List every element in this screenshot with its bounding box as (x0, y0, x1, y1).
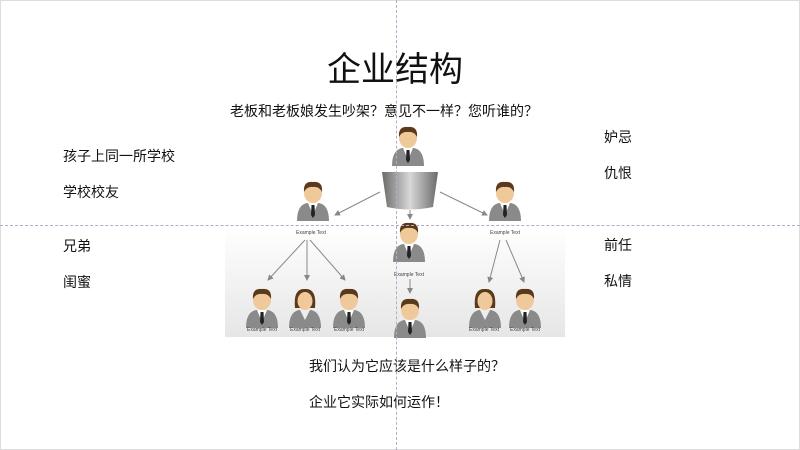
right-item: 前任 (604, 238, 632, 254)
right-item: 妒忌 (604, 130, 632, 146)
right-item: 仇恨 (604, 166, 632, 182)
node-label: Example Text (510, 327, 541, 333)
question-text: 老板和老板娘发生吵架？意见不一样？您听谁的？ (230, 104, 538, 120)
node-label: Example Text (334, 327, 365, 333)
person-icon (489, 181, 521, 221)
left-item: 孩子上同一所学校 (63, 149, 175, 165)
person-icon (297, 181, 329, 221)
connector-arrows (267, 191, 525, 294)
node-label: Example Text (296, 230, 327, 236)
left-item: 兄弟 (63, 239, 91, 255)
bottom-line: 企业它实际如何运作！ (309, 395, 449, 411)
node-label: Example Text (290, 327, 321, 333)
left-item: 闺蜜 (63, 275, 91, 291)
node-label: Example Text (490, 230, 521, 236)
bottom-line: 我们认为它应该是什么样子的？ (309, 359, 505, 375)
horizontal-guide (0, 225, 800, 226)
right-item: 私情 (604, 274, 632, 290)
left-item: 学校校友 (63, 185, 119, 201)
node-label: Example Text (469, 327, 500, 333)
podium-icon (382, 172, 438, 210)
node-label: Example Text (394, 272, 425, 278)
slide-title: 企业结构 (327, 50, 463, 90)
node-label: Example Text (247, 327, 278, 333)
